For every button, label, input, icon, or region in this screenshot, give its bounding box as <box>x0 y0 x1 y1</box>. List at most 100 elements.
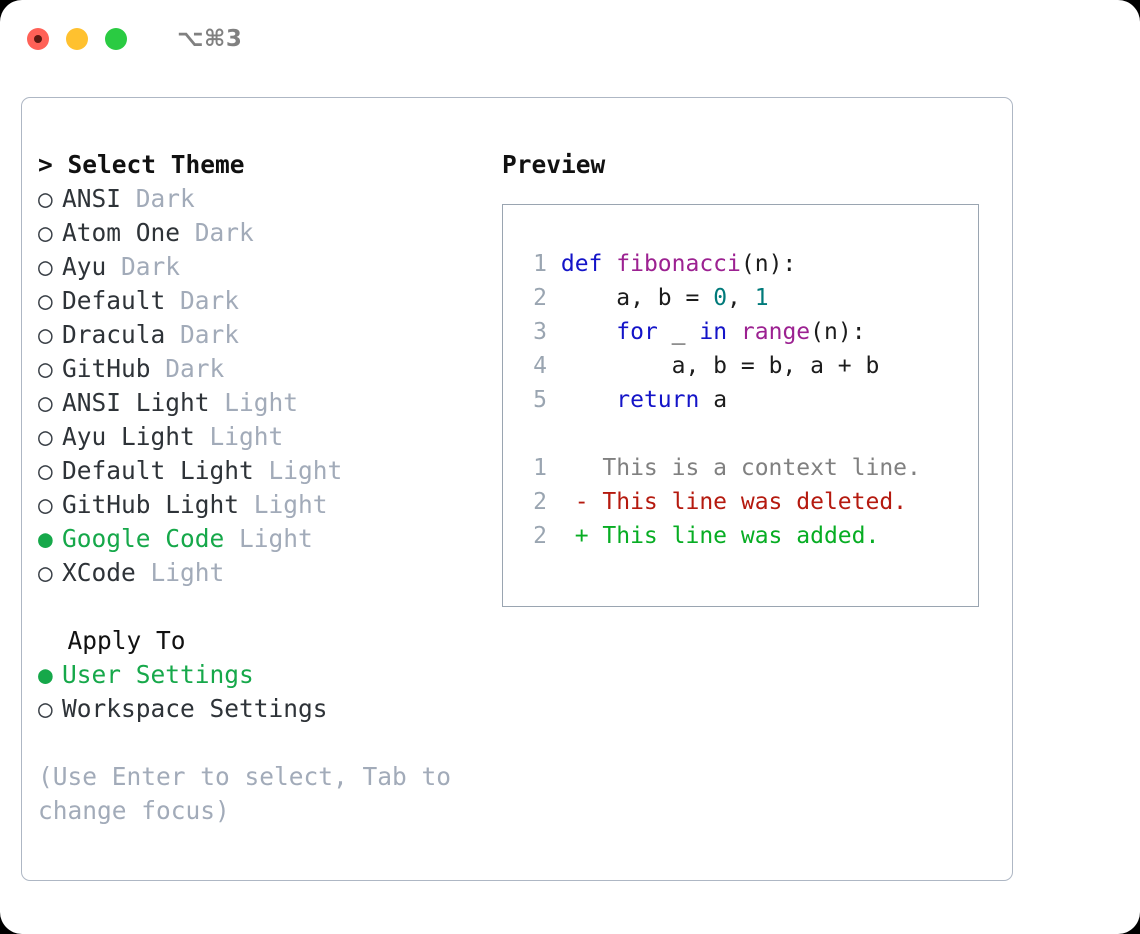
code-token: a <box>699 387 728 413</box>
apply-to-label: Workspace Settings <box>62 694 328 723</box>
main-panel: > Select Theme ○ANSI Dark○Atom One Dark○… <box>21 97 1013 881</box>
radio-unselected-icon: ○ <box>38 184 53 213</box>
code-token <box>561 387 616 413</box>
theme-name-label: XCode <box>62 558 136 587</box>
theme-list-item[interactable]: ○ Ayu Dark <box>38 250 498 284</box>
theme-name-label: Default <box>62 286 166 315</box>
apply-to-list: ● User Settings ○ Workspace Settings <box>38 658 498 726</box>
keyboard-hint-text: (Use Enter to select, Tab to change focu… <box>38 762 466 825</box>
preview-column: Preview 1 def fibonacci(n):2 a, b = 0, 1… <box>502 148 992 607</box>
code-token: range <box>740 319 811 345</box>
theme-picker-column: > Select Theme ○ANSI Dark○Atom One Dark○… <box>38 148 498 828</box>
theme-list-item[interactable]: ○ ANSI Light Light <box>38 386 498 420</box>
code-token <box>727 319 741 345</box>
list-spacer <box>38 590 498 624</box>
radio-selected-icon: ● <box>38 660 53 689</box>
theme-list-item[interactable]: ○ Atom One Dark <box>38 216 498 250</box>
theme-name-label: GitHub Light <box>62 490 240 519</box>
code-diff-gap <box>521 417 978 451</box>
code-line: 5 return a <box>521 383 978 417</box>
apply-to-label: User Settings <box>62 660 254 689</box>
theme-variant-tag: Dark <box>165 320 240 349</box>
line-number: 4 <box>533 353 547 379</box>
theme-name-label: Ayu Light <box>62 422 195 451</box>
theme-name-label: Default Light <box>62 456 254 485</box>
theme-name-label: Dracula <box>62 320 166 349</box>
theme-list-item[interactable]: ○GitHub Light Light <box>38 488 498 522</box>
theme-variant-tag: Dark <box>180 218 254 247</box>
theme-variant-tag: Dark <box>165 286 240 315</box>
code-token: for <box>616 319 658 345</box>
radio-unselected-icon: ○ <box>38 320 53 349</box>
theme-list-item[interactable]: ○ANSI Dark <box>38 182 498 216</box>
theme-name-label: Google Code <box>62 524 225 553</box>
code-line: 1 def fibonacci(n): <box>521 247 978 281</box>
theme-name-label: ANSI Light <box>62 388 210 417</box>
line-number: 3 <box>533 319 547 345</box>
close-window-button[interactable] <box>27 28 49 50</box>
theme-name-label: Ayu <box>62 252 107 281</box>
theme-variant-tag: Dark <box>150 354 225 383</box>
code-token: 1 <box>754 285 769 311</box>
apply-to-option[interactable]: ○ Workspace Settings <box>38 692 498 726</box>
maximize-window-button[interactable] <box>105 28 127 50</box>
code-token: (n): <box>740 251 797 277</box>
line-number: 2 <box>533 523 547 549</box>
diff-text: This line was deleted. <box>588 489 908 515</box>
apply-to-option[interactable]: ● User Settings <box>38 658 498 692</box>
line-number: 1 <box>533 455 547 481</box>
line-number: 2 <box>533 489 547 515</box>
diff-marker: - <box>547 489 589 515</box>
traffic-light-buttons <box>27 28 127 50</box>
theme-list-item[interactable]: ○ Ayu Light Light <box>38 420 498 454</box>
radio-unselected-icon: ○ <box>38 694 53 723</box>
diff-sample: 1 This is a context line.2 - This line w… <box>521 451 978 553</box>
apply-to-header: Apply To <box>38 626 186 655</box>
radio-selected-icon: ● <box>38 524 53 553</box>
diff-line: 1 This is a context line. <box>521 451 978 485</box>
theme-variant-tag: Light <box>224 524 313 553</box>
diff-text: This is a context line. <box>588 455 921 481</box>
code-line: 3 for _ in range(n): <box>521 315 978 349</box>
code-line: 4 a, b = b, a + b <box>521 349 978 383</box>
line-number: 5 <box>533 387 547 413</box>
theme-variant-tag: Light <box>194 422 284 451</box>
preview-header: Preview <box>502 150 606 179</box>
radio-unselected-icon: ○ <box>38 422 53 451</box>
diff-line: 2 - This line was deleted. <box>521 485 978 519</box>
diff-marker: + <box>547 523 589 549</box>
theme-list-item[interactable]: ○Default Light Light <box>38 454 498 488</box>
radio-unselected-icon: ○ <box>38 456 53 485</box>
line-number: 2 <box>533 285 547 311</box>
code-token <box>561 319 616 345</box>
radio-unselected-icon: ○ <box>38 252 53 281</box>
theme-list-item[interactable]: ○ Dracula Dark <box>38 318 498 352</box>
line-number: 1 <box>533 251 547 277</box>
code-token: fibonacci <box>616 251 741 277</box>
radio-unselected-icon: ○ <box>38 286 53 315</box>
diff-marker <box>547 455 589 481</box>
theme-list-item[interactable]: ● Google Code Light <box>38 522 498 556</box>
theme-list-item[interactable]: ○XCode Light <box>38 556 498 590</box>
code-token: , <box>727 285 755 311</box>
keyboard-shortcut-label: ⌥⌘3 <box>177 26 243 52</box>
theme-list-item[interactable]: ○GitHub Dark <box>38 352 498 386</box>
code-token: (n): <box>810 319 866 345</box>
code-token: def <box>560 251 617 277</box>
radio-unselected-icon: ○ <box>38 558 53 587</box>
theme-name-label: Atom One <box>62 218 181 247</box>
radio-unselected-icon: ○ <box>38 218 53 247</box>
code-token: a, b = <box>560 285 714 311</box>
code-token: a, b = b, a + b <box>560 353 880 379</box>
code-token: return <box>616 387 700 413</box>
minimize-window-button[interactable] <box>66 28 88 50</box>
radio-unselected-icon: ○ <box>38 388 53 417</box>
theme-variant-tag: Dark <box>106 252 181 281</box>
code-token: _ <box>657 319 700 345</box>
radio-unselected-icon: ○ <box>38 490 53 519</box>
radio-unselected-icon: ○ <box>38 354 53 383</box>
theme-variant-tag: Light <box>209 388 299 417</box>
theme-list-item[interactable]: ○ Default Dark <box>38 284 498 318</box>
theme-list: ○ANSI Dark○Atom One Dark○Ayu Dark○Defaul… <box>38 182 498 590</box>
